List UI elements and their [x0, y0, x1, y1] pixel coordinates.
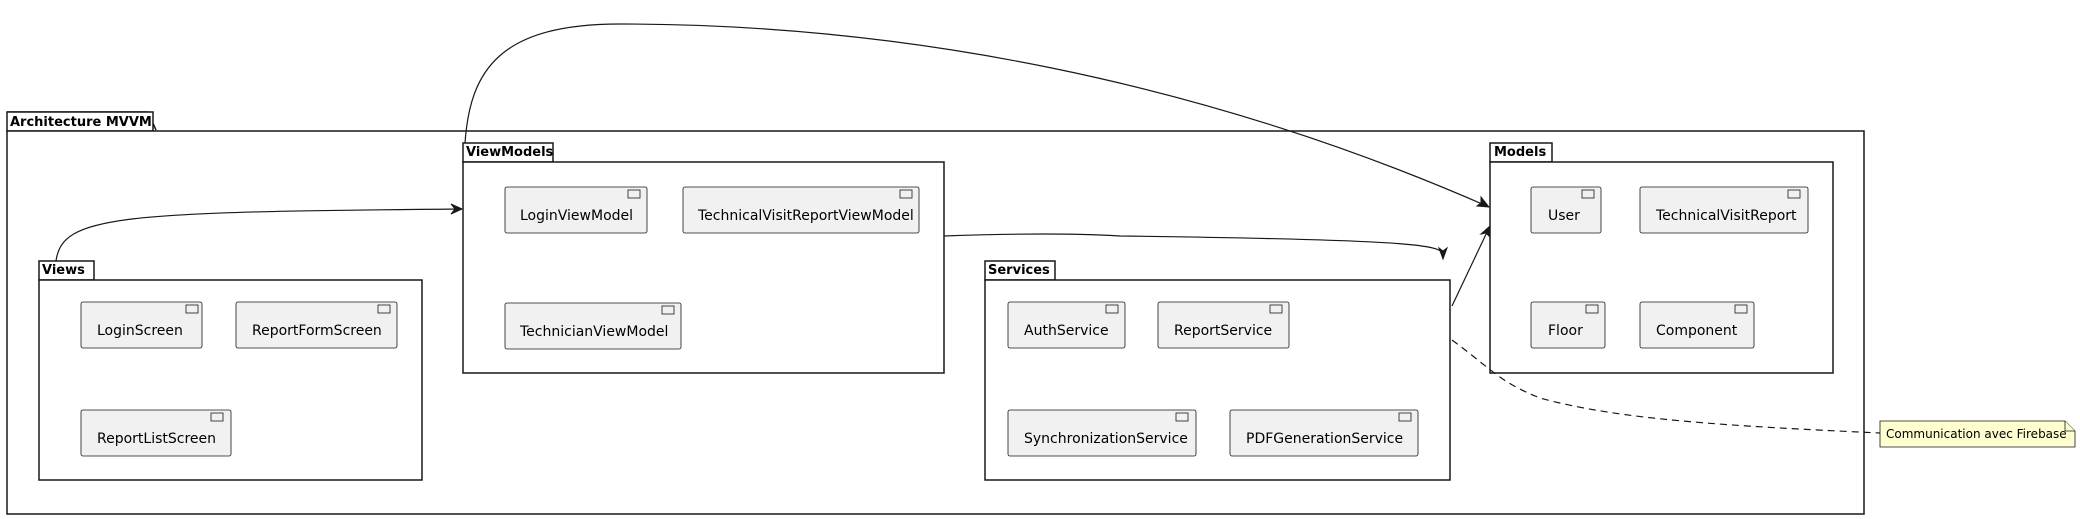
package-title-services: Services — [988, 263, 1050, 278]
component-technical-visit-report: TechnicalVisitReport — [1639, 186, 1809, 234]
component-label: SynchronizationService — [1024, 431, 1188, 447]
component-label: Floor — [1548, 323, 1583, 339]
component-floor: Floor — [1530, 301, 1606, 349]
component-component: Component — [1639, 301, 1755, 349]
component-label: Component — [1656, 323, 1738, 339]
package-viewmodels: ViewModels LoginViewModel TechnicalVisit… — [462, 142, 945, 374]
package-views: Views LoginScreen ReportFormScreen Repor… — [38, 260, 423, 481]
component-label: LoginScreen — [97, 323, 183, 339]
component-label: TechnicianViewModel — [519, 324, 668, 340]
component-label: ReportFormScreen — [252, 323, 382, 339]
package-models: Models User TechnicalVisitReport Floor C… — [1489, 142, 1834, 374]
component-auth-service: AuthService — [1007, 301, 1126, 349]
component-label: PDFGenerationService — [1246, 431, 1403, 447]
package-title-models: Models — [1494, 145, 1546, 160]
package-title-architecture: Architecture MVVM — [10, 115, 152, 130]
package-title-views: Views — [42, 263, 85, 278]
package-services: Services AuthService ReportService Synch… — [984, 260, 1451, 481]
component-user: User — [1530, 186, 1602, 234]
edge-views-to-viewmodels — [55, 203, 464, 262]
component-report-list-screen: ReportListScreen — [80, 409, 232, 457]
component-label: AuthService — [1024, 323, 1109, 339]
edge-services-to-models — [1451, 224, 1491, 307]
component-label: ReportService — [1174, 323, 1272, 339]
edge-viewmodels-to-services — [943, 233, 1449, 261]
component-synchronization-service: SynchronizationService — [1007, 409, 1197, 457]
component-label: ReportListScreen — [97, 431, 216, 447]
note-text: Communication avec Firebase — [1886, 427, 2067, 441]
component-label: TechnicalVisitReport — [1655, 208, 1797, 224]
note-firebase: Communication avec Firebase — [1879, 420, 2076, 448]
component-label: User — [1548, 208, 1580, 224]
component-pdf-generation-service: PDFGenerationService — [1229, 409, 1419, 457]
component-report-service: ReportService — [1157, 301, 1290, 349]
package-title-viewmodels: ViewModels — [466, 145, 554, 160]
component-label: LoginViewModel — [520, 208, 633, 224]
component-login-screen: LoginScreen — [80, 301, 203, 349]
edge-services-to-note — [1451, 339, 1881, 434]
component-technician-viewmodel: TechnicianViewModel — [504, 302, 682, 350]
component-report-form-screen: ReportFormScreen — [235, 301, 398, 349]
component-technical-visit-report-viewmodel: TechnicalVisitReportViewModel — [682, 186, 920, 234]
edge-viewmodels-to-models — [464, 23, 1491, 208]
component-login-viewmodel: LoginViewModel — [504, 186, 648, 234]
component-label: TechnicalVisitReportViewModel — [697, 208, 914, 224]
